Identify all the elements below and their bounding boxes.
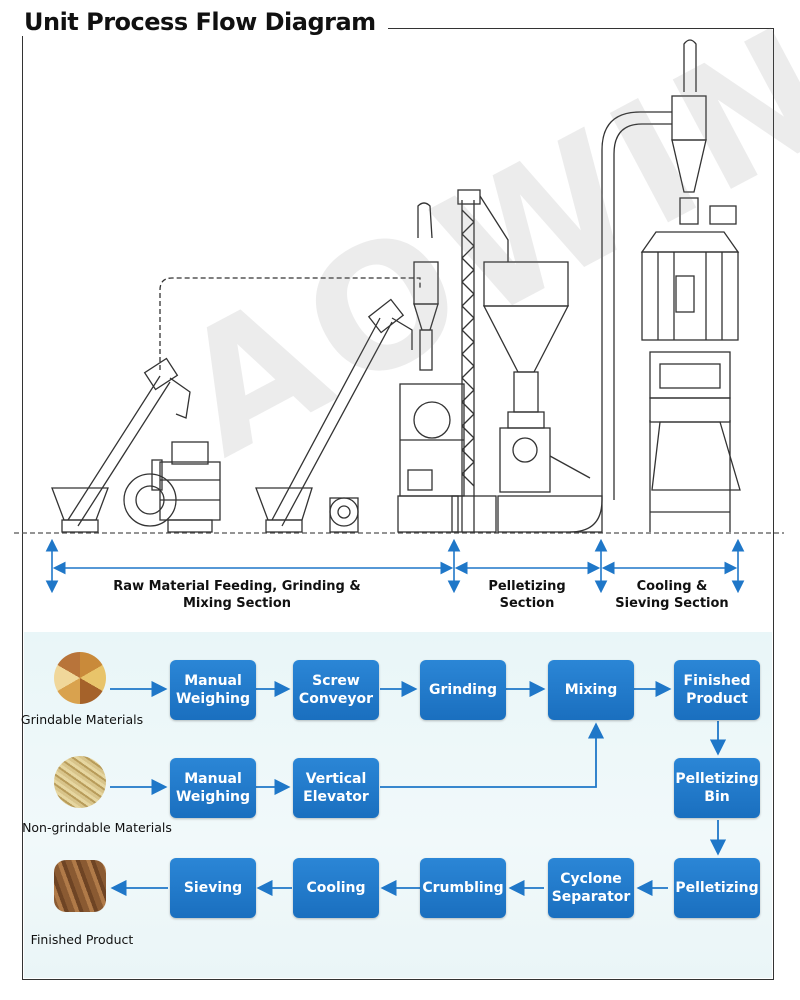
diagram-frame (22, 28, 774, 980)
step-pelletizing-bin: Pelletizing Bin (674, 758, 760, 818)
grindable-materials-icon (54, 652, 106, 704)
step-grinding: Grinding (420, 660, 506, 720)
grindable-materials-label: Grindable Materials (20, 712, 144, 727)
blower-motor (329, 497, 359, 533)
non-grindable-materials-icon (54, 756, 106, 808)
non-grindable-materials-label: Non-grindable Materials (22, 820, 172, 835)
step-manual-weighing-2: Manual Weighing (170, 758, 256, 818)
cyclone (671, 39, 737, 225)
step-finished-product: Finished Product (674, 660, 760, 720)
step-vertical-elevator: Vertical Elevator (293, 758, 379, 818)
page-title: Unit Process Flow Diagram (14, 8, 388, 36)
step-mixing: Mixing (548, 660, 634, 720)
screw-conveyor-2 (271, 298, 413, 527)
screw-conveyor-1 (67, 357, 191, 527)
step-screw-conveyor: Screw Conveyor (293, 660, 379, 720)
feed-hopper-1 (51, 487, 109, 533)
feed-hopper-2 (255, 487, 313, 533)
finished-pellets-icon (54, 860, 106, 912)
step-crumbling: Crumbling (420, 858, 506, 918)
step-manual-weighing-1: Manual Weighing (170, 660, 256, 720)
arrow-elevator-to-mixing (380, 722, 605, 788)
cyclone-duct (569, 111, 672, 533)
dashed-transfer-line (159, 277, 421, 370)
finished-product-label: Finished Product (30, 932, 134, 947)
counterflow-cooler (640, 231, 741, 532)
step-pelletizing: Pelletizing (674, 858, 760, 918)
step-cyclone-separator: Cyclone Separator (548, 858, 634, 918)
section-label-cooling: Cooling & Sieving Section (615, 579, 729, 611)
step-sieving: Sieving (170, 858, 256, 918)
hammer-mill (123, 441, 221, 533)
mixer-unit (397, 202, 465, 533)
section-label-raw: Raw Material Feeding, Grinding & Mixing … (113, 579, 361, 611)
pellet-mill (497, 427, 603, 533)
section-label-pelletizing: Pelletizing Section (488, 579, 566, 611)
bucket-elevator (451, 189, 509, 533)
step-cooling: Cooling (293, 858, 379, 918)
